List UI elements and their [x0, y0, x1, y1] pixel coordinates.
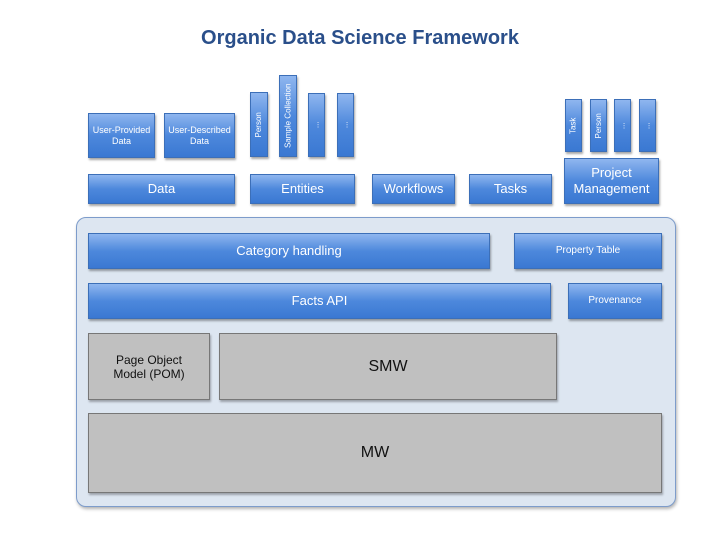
pm-more-box: ...	[639, 99, 656, 152]
project-management-box: Project Management	[564, 158, 659, 204]
category-handling-box: Category handling	[88, 233, 490, 269]
entity-sample-collection-box: Sample Collection	[279, 75, 297, 157]
entity-more-box: ...	[337, 93, 354, 157]
entity-more-box: ...	[308, 93, 325, 157]
label: Person	[254, 111, 264, 138]
label: ...	[311, 121, 321, 129]
label: ...	[617, 122, 627, 129]
diagram-title: Organic Data Science Framework	[201, 27, 519, 49]
tasks-box: Tasks	[469, 174, 552, 204]
property-table-box: Property Table	[514, 233, 662, 269]
pm-more-box: ...	[614, 99, 631, 152]
facts-api-box: Facts API	[88, 283, 551, 319]
entity-person-box: Person	[250, 92, 268, 157]
pm-person-box: Person	[590, 99, 607, 152]
entities-box: Entities	[250, 174, 355, 204]
workflows-box: Workflows	[372, 174, 455, 204]
pom-box: Page Object Model (POM)	[88, 333, 210, 400]
pm-task-box: Task	[565, 99, 582, 152]
label: ...	[340, 121, 350, 129]
label: Sample Collection	[283, 83, 293, 149]
label: Task	[568, 117, 578, 134]
label: Person	[593, 112, 603, 139]
user-described-data-box: User-Described Data	[164, 113, 235, 158]
smw-box: SMW	[219, 333, 557, 400]
data-box: Data	[88, 174, 235, 204]
mw-box: MW	[88, 413, 662, 493]
user-provided-data-box: User-Provided Data	[88, 113, 155, 158]
provenance-box: Provenance	[568, 283, 662, 319]
label: ...	[642, 122, 652, 129]
